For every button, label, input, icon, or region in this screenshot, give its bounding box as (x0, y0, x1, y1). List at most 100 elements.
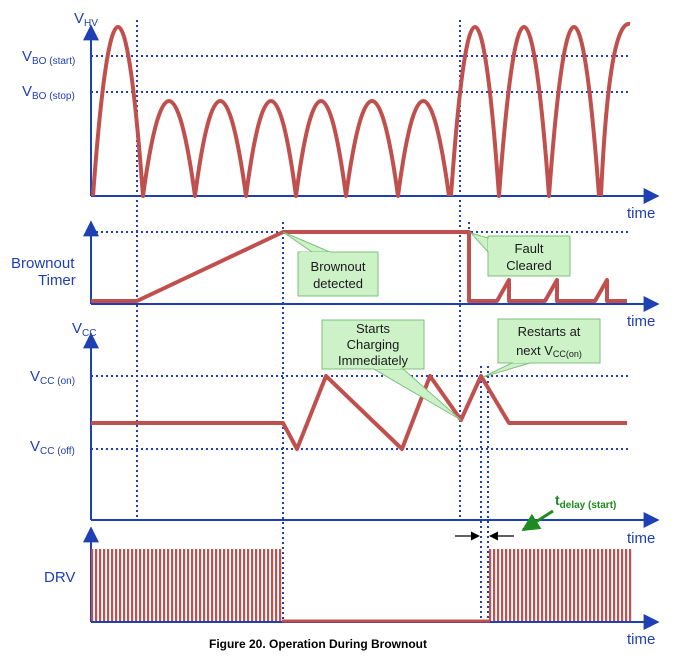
drv-pulse (493, 549, 496, 621)
svg-text:Restarts at: Restarts at (518, 324, 581, 339)
drv-pulse (163, 549, 166, 621)
tdelay-label: tdelay (start) (555, 492, 616, 511)
drv-pulse (127, 549, 130, 621)
drv-pulse (565, 549, 568, 621)
drv-pulse (143, 549, 146, 621)
drv-pulses-after-restart (489, 549, 632, 621)
drv-pulse (577, 549, 580, 621)
drv-pulse (259, 549, 262, 621)
time-label-timer: time (627, 313, 655, 330)
drv-pulse (521, 549, 524, 621)
drv-pulse (593, 549, 596, 621)
drv-pulse (549, 549, 552, 621)
drv-pulse (219, 549, 222, 621)
drv-pulse (175, 549, 178, 621)
drv-pulse (561, 549, 564, 621)
drv-pulse (103, 549, 106, 621)
drv-pulse (581, 549, 584, 621)
drv-pulse (541, 549, 544, 621)
drv-pulse (589, 549, 592, 621)
drv-pulse (275, 549, 278, 621)
drv-pulse (151, 549, 154, 621)
drv-pulse (171, 549, 174, 621)
drv-pulse (517, 549, 520, 621)
drv-label: DRV (44, 569, 75, 586)
time-label-drv: time (627, 631, 655, 648)
drv-pulse (585, 549, 588, 621)
svg-text:Immediately: Immediately (338, 353, 409, 368)
drv-pulse (239, 549, 242, 621)
drv-pulse (115, 549, 118, 621)
drv-pulse (279, 549, 282, 621)
svg-text:Charging: Charging (347, 337, 400, 352)
svg-text:detected: detected (313, 276, 363, 291)
drv-pulse (195, 549, 198, 621)
drv-pulse (629, 549, 632, 621)
drv-pulse (553, 549, 556, 621)
drv-pulse (605, 549, 608, 621)
drv-pulse (91, 549, 94, 621)
drv-pulse (573, 549, 576, 621)
drv-pulse (179, 549, 182, 621)
svg-text:Starts: Starts (356, 321, 390, 336)
drv-pulse (247, 549, 250, 621)
drv-pulse (235, 549, 238, 621)
drv-pulse (271, 549, 274, 621)
drv-pulse (99, 549, 102, 621)
tdelay-pointer (521, 509, 554, 532)
drv-pulse (155, 549, 158, 621)
vbo-stop-label: VBO (stop) (22, 83, 75, 102)
drv-pulse (569, 549, 572, 621)
drv-pulse (509, 549, 512, 621)
vhv-waveform (91, 22, 631, 198)
drv-pulse (529, 549, 532, 621)
drv-pulse (533, 549, 536, 621)
drv-pulse (255, 549, 258, 621)
drv-pulse (131, 549, 134, 621)
figure-caption: Figure 20. Operation During Brownout (209, 637, 427, 651)
drv-pulse (111, 549, 114, 621)
brownout-timer-label-line1: Brownout (11, 255, 75, 272)
vcc-axis-label: VCC (72, 320, 96, 339)
drv-pulses-before-brownout (91, 549, 282, 621)
drv-pulse (601, 549, 604, 621)
svg-text:Brownout: Brownout (311, 259, 366, 274)
drv-pulse (231, 549, 234, 621)
drv-pulse (243, 549, 246, 621)
drv-pulse (525, 549, 528, 621)
drv-pulse (119, 549, 122, 621)
drv-pulse (223, 549, 226, 621)
drv-pulse (597, 549, 600, 621)
drv-pulse (267, 549, 270, 621)
drv-pulse (613, 549, 616, 621)
callout-starts-charging: Starts Charging Immediately (321, 319, 462, 421)
vhv-axis-label: VHV (74, 10, 98, 29)
callout-brownout-detected: Brownout detected (282, 231, 379, 297)
timer-waveform (91, 230, 627, 303)
drv-pulse (187, 549, 190, 621)
drv-pulse (159, 549, 162, 621)
drv-pulse (211, 549, 214, 621)
callout-restarts: Restarts at next VCC(on) (482, 318, 601, 378)
drv-pulse (501, 549, 504, 621)
drv-pulse (191, 549, 194, 621)
vbo-start-label: VBO (start) (22, 48, 75, 67)
drv-pulse (183, 549, 186, 621)
drv-pulse (107, 549, 110, 621)
drv-pulse (123, 549, 126, 621)
drv-pulse (199, 549, 202, 621)
drv-pulse (489, 549, 492, 621)
drv-pulse (203, 549, 206, 621)
drv-pulse (537, 549, 540, 621)
axes (83, 24, 660, 630)
drv-pulse (147, 549, 150, 621)
time-label-vhv: time (627, 205, 655, 222)
drv-pulse (617, 549, 620, 621)
vcc-waveform (91, 374, 627, 451)
time-label-vcc: time (627, 530, 655, 547)
drv-pulse (545, 549, 548, 621)
drv-pulse (513, 549, 516, 621)
brownout-timer-label-line2: Timer (38, 272, 76, 289)
vcc-on-label: VCC (on) (30, 368, 75, 387)
